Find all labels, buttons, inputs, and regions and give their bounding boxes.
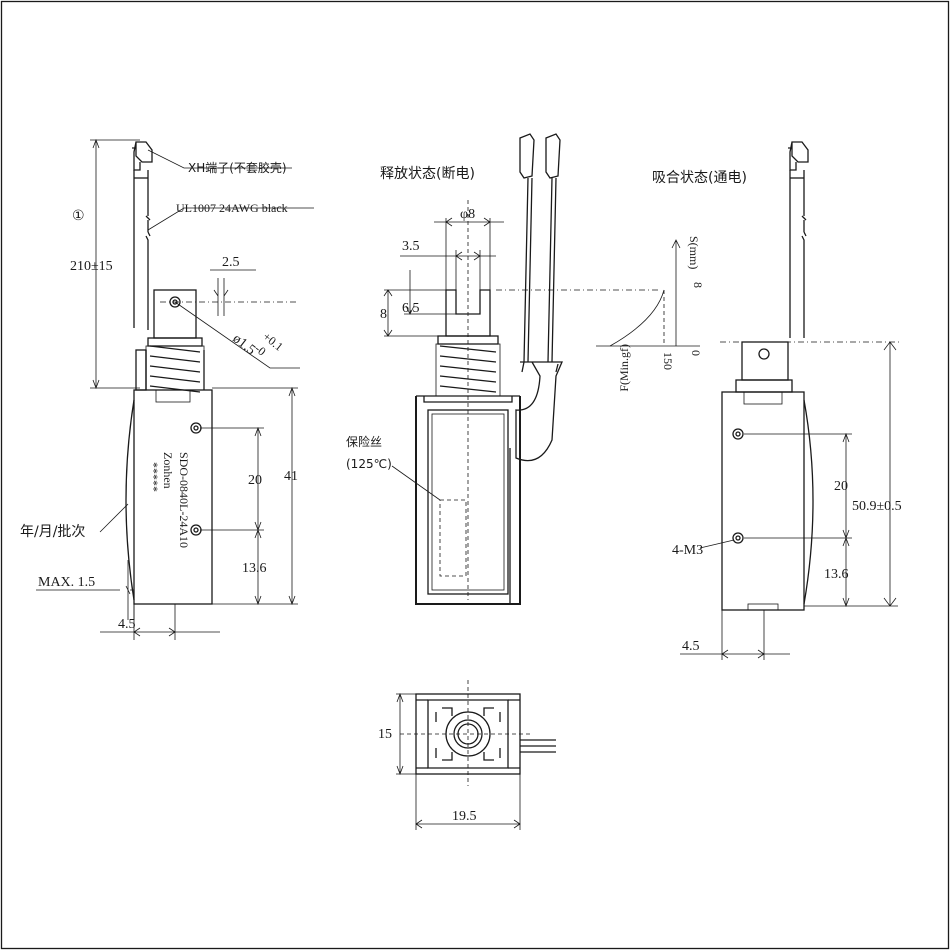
length-210-label: 210±15 bbox=[70, 259, 113, 274]
curve-8-label: 8 bbox=[691, 282, 705, 288]
dim-phi8-label: φ8 bbox=[460, 207, 475, 222]
release-state-label: 释放状态(断电) bbox=[380, 166, 475, 182]
date-batch-label: 年/月/批次 bbox=[20, 524, 85, 540]
dim-50-9-label: 50.9±0.5 bbox=[852, 499, 902, 514]
label-brand-text: Zonhen bbox=[161, 452, 175, 489]
force-stroke-curve bbox=[596, 239, 700, 347]
attract-state-label: 吸合状态(通电) bbox=[652, 170, 747, 186]
left-view: SDO-0840L-24A10 Zonhen ***** bbox=[36, 138, 314, 640]
fuse-temp-label: (125℃) bbox=[346, 457, 392, 471]
right-view bbox=[680, 141, 900, 660]
curve-s-axis-label: S(mm) bbox=[687, 236, 701, 269]
dim-19-5-label: 19.5 bbox=[452, 809, 477, 824]
dim-3-5-label: 3.5 bbox=[402, 239, 420, 254]
fuse-label: 保险丝 bbox=[346, 434, 382, 449]
bottom-view bbox=[396, 680, 556, 830]
dim-20-left-label: 20 bbox=[248, 473, 262, 488]
dim-2-5-label: 2.5 bbox=[222, 255, 240, 270]
max-1-5-label: MAX. 1.5 bbox=[38, 575, 95, 590]
dim-8-mid-label: 8 bbox=[380, 307, 387, 322]
circle-mark: ① bbox=[72, 208, 85, 224]
dim-phi15-label: ø1.5 bbox=[230, 331, 259, 358]
dim-20-right-label: 20 bbox=[834, 479, 848, 494]
curve-0-label: 0 bbox=[689, 350, 703, 356]
dim-13-6-right-label: 13.6 bbox=[824, 567, 849, 582]
wire-label: UL1007 24AWG black bbox=[176, 201, 288, 215]
dim-13-6-left-label: 13.6 bbox=[242, 561, 267, 576]
dim-4-m3-label: 4-M3 bbox=[672, 543, 703, 558]
label-model-text: SDO-0840L-24A10 bbox=[177, 452, 191, 548]
dim-41-label: 41 bbox=[284, 469, 298, 484]
dim-4-5-right-label: 4.5 bbox=[682, 639, 700, 654]
label-stars-text: ***** bbox=[147, 462, 161, 492]
middle-view bbox=[383, 133, 660, 605]
xh-terminal-label: XH端子(不套胶壳) bbox=[188, 160, 287, 175]
curve-f-axis-label: F(Min.gf) bbox=[617, 344, 631, 392]
curve-150-label: 150 bbox=[661, 352, 675, 370]
dim-15-label: 15 bbox=[378, 727, 392, 742]
dim-4-5-left-label: 4.5 bbox=[118, 617, 136, 632]
dim-6-5-label: 6.5 bbox=[402, 301, 420, 316]
